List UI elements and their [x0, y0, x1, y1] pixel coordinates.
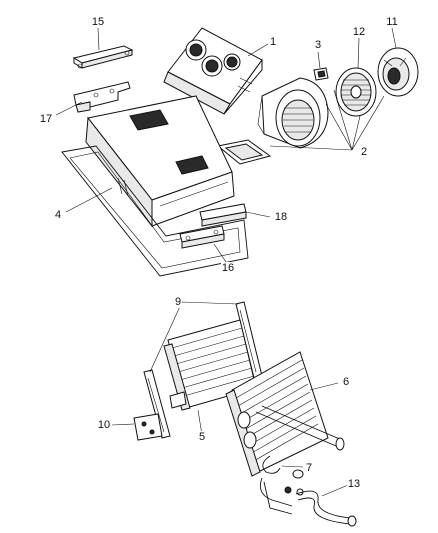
part-17-bracket: [73, 81, 131, 113]
part-11-blower-motor: [377, 47, 419, 97]
callout-11: 11: [385, 16, 399, 28]
callout-17: 17: [38, 113, 54, 125]
part-4-seal-gasket: [61, 145, 249, 277]
part-15-bracket: [72, 45, 134, 69]
callout-15: 15: [90, 16, 106, 28]
callout-5: 5: [197, 431, 207, 443]
part-18-bracket: [199, 203, 247, 227]
part-6-evaporator: [225, 351, 345, 477]
callout-18: 18: [273, 211, 289, 223]
part-7-valve-lines: [259, 455, 304, 515]
part-10-plate: [133, 413, 163, 441]
main-hvac-housing: [85, 95, 235, 228]
part-3-clip: [313, 67, 329, 81]
part-12-blower-wheel: [335, 67, 377, 117]
part-5-heater-core: [163, 319, 257, 411]
callout-3: 3: [313, 39, 323, 51]
callout-10: 10: [96, 419, 112, 431]
callout-13: 13: [346, 478, 362, 490]
callout-6: 6: [341, 376, 351, 388]
leader-lines: [55, 27, 397, 497]
part-2-blower-housing: [216, 77, 329, 165]
callout-12: 12: [351, 26, 367, 38]
callout-16: 16: [220, 262, 236, 274]
callout-7: 7: [304, 462, 314, 474]
callout-1: 1: [268, 36, 278, 48]
part-1-heater-unit: [163, 27, 263, 115]
callout-2: 2: [359, 146, 369, 158]
callout-4: 4: [53, 209, 63, 221]
part-13-tube: [295, 490, 357, 527]
part-16-bracket: [179, 225, 225, 249]
callout-9: 9: [173, 296, 183, 308]
